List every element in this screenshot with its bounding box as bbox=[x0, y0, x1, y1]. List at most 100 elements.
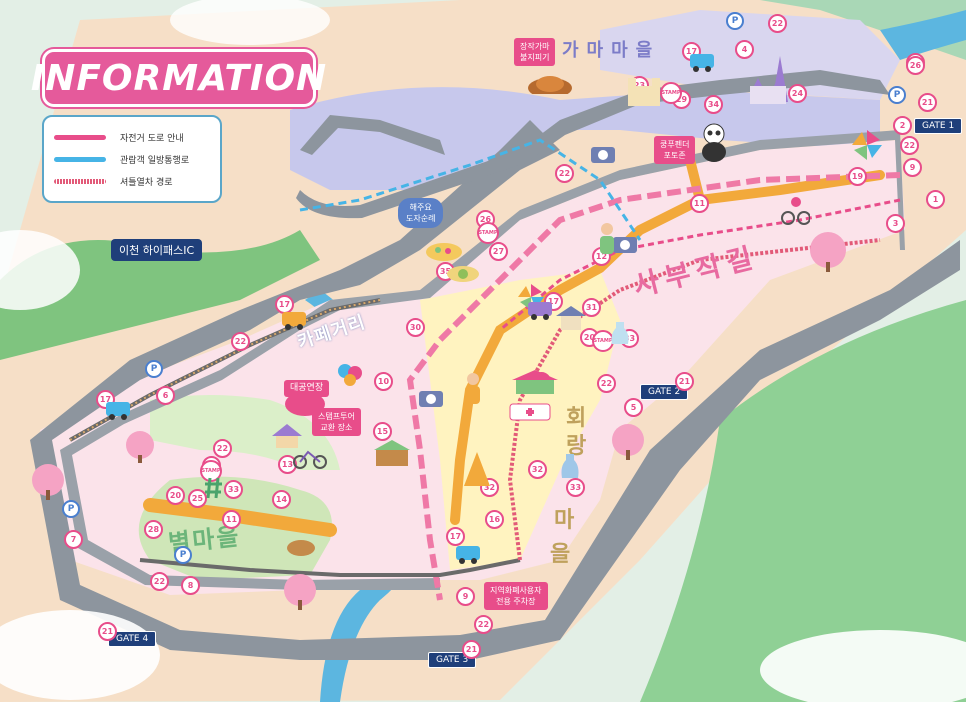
marker-1[interactable]: 1 bbox=[926, 190, 945, 209]
marker-31[interactable]: 31 bbox=[582, 298, 601, 317]
parking-icon[interactable]: P bbox=[888, 86, 906, 104]
market-tent-icon bbox=[512, 370, 558, 394]
tent-icon bbox=[464, 452, 490, 486]
label-line: 장작가마 bbox=[520, 42, 550, 51]
person-icon bbox=[466, 373, 480, 404]
marker-19[interactable]: 19 bbox=[848, 167, 867, 186]
marker-3[interactable]: 3 bbox=[886, 214, 905, 233]
marker-21[interactable]: 21 bbox=[462, 640, 481, 659]
panda-icon bbox=[702, 123, 726, 162]
stamp-exchange-label: 스탬프투어 교환 장소 bbox=[312, 408, 361, 436]
parking-icon[interactable]: P bbox=[726, 12, 744, 30]
marker-32[interactable]: 32 bbox=[528, 460, 547, 479]
hoerang-village-char-1: 회 bbox=[566, 406, 589, 431]
shuttle-train-icon bbox=[690, 54, 714, 72]
gate-2: GATE 2 bbox=[640, 384, 689, 400]
label-line: 도자순례 bbox=[406, 214, 436, 223]
highpass-ic-label: 이천 하이패스IC bbox=[111, 239, 203, 261]
main-stage-label: 대공연장 bbox=[284, 380, 330, 397]
castle-icon bbox=[628, 78, 660, 106]
label-line: 스탬프투어 bbox=[318, 412, 355, 421]
marker-22[interactable]: 22 bbox=[474, 615, 493, 634]
house-icon bbox=[272, 424, 302, 448]
marker-25[interactable]: 25 bbox=[188, 489, 207, 508]
marker-22[interactable]: 22 bbox=[555, 164, 574, 183]
label-line: 전용 주차장 bbox=[496, 597, 536, 606]
marker-15[interactable]: 15 bbox=[373, 422, 392, 441]
marker-20[interactable]: 20 bbox=[166, 486, 185, 505]
marker-6[interactable]: 6 bbox=[156, 386, 175, 405]
shuttle-train-icon bbox=[106, 402, 130, 420]
label-line: 쿵푸펜더 bbox=[660, 140, 690, 149]
vase-icon bbox=[611, 322, 629, 344]
oneway-route-swatch bbox=[54, 156, 106, 162]
parking-icon[interactable]: P bbox=[62, 500, 80, 518]
marker-22[interactable]: 22 bbox=[213, 439, 232, 458]
marker-2[interactable]: 2 bbox=[893, 116, 912, 135]
gama-village-label: 가마마을 bbox=[562, 40, 661, 61]
marker-28[interactable]: 28 bbox=[144, 520, 163, 539]
marker-16[interactable]: 16 bbox=[485, 510, 504, 529]
stall-icon bbox=[374, 440, 410, 466]
marker-21[interactable]: 21 bbox=[918, 93, 937, 112]
marker-34[interactable]: 34 bbox=[704, 95, 723, 114]
shuttle-train-icon bbox=[528, 302, 552, 320]
photozone-label: 쿵푸펜더 포토존 bbox=[654, 136, 696, 164]
marker-9[interactable]: 9 bbox=[903, 158, 922, 177]
camera-icon bbox=[419, 391, 443, 407]
label-line: 지역화폐사용자 bbox=[490, 586, 542, 595]
bike-route-swatch bbox=[54, 134, 106, 140]
marker-33[interactable]: 33 bbox=[224, 480, 243, 499]
vase-icon bbox=[561, 454, 579, 478]
shuttle-route-swatch bbox=[54, 178, 106, 184]
food-bowl-icon bbox=[426, 243, 462, 261]
marker-26[interactable]: 26 bbox=[906, 56, 925, 75]
marker-21[interactable]: 21 bbox=[98, 622, 117, 641]
shuttle-train-icon bbox=[456, 546, 480, 564]
marker-27[interactable]: 27 bbox=[489, 242, 508, 261]
marker-21[interactable]: 21 bbox=[675, 372, 694, 391]
marker-22[interactable]: 22 bbox=[900, 136, 919, 155]
pinwheel-icon bbox=[852, 130, 882, 160]
marker-22[interactable]: 22 bbox=[150, 572, 169, 591]
stamp-icon[interactable]: STAMP bbox=[477, 222, 499, 244]
ambulance-icon bbox=[509, 403, 551, 421]
marker-30[interactable]: 30 bbox=[406, 318, 425, 337]
marker-33[interactable]: 33 bbox=[566, 478, 585, 497]
map-legend: 자전거 도로 안내 관람객 일방통행로 셔틀열차 경로 bbox=[42, 115, 222, 203]
hoerang-village-char-2: 랑 bbox=[566, 434, 589, 459]
marker-22[interactable]: 22 bbox=[768, 14, 787, 33]
hoerang-village-char-3: 마 bbox=[554, 508, 577, 533]
camera-icon bbox=[613, 237, 637, 253]
legend-item-bike: 자전거 도로 안내 bbox=[54, 129, 184, 145]
marker-4[interactable]: 4 bbox=[735, 40, 754, 59]
balloon-icon bbox=[338, 364, 362, 386]
marker-24[interactable]: 24 bbox=[788, 84, 807, 103]
legend-item-oneway: 관람객 일방통행로 bbox=[54, 151, 189, 167]
basket-icon bbox=[287, 540, 315, 556]
label-line: 불지피기 bbox=[520, 53, 550, 62]
marker-11[interactable]: 11 bbox=[222, 510, 241, 529]
marker-22[interactable]: 22 bbox=[597, 374, 616, 393]
gate-4: GATE 4 bbox=[108, 631, 157, 647]
marker-5[interactable]: 5 bbox=[624, 398, 643, 417]
marker-10[interactable]: 10 bbox=[374, 372, 393, 391]
marker-11[interactable]: 11 bbox=[690, 194, 709, 213]
marker-13[interactable]: 13 bbox=[278, 455, 297, 474]
marker-7[interactable]: 7 bbox=[64, 530, 83, 549]
marker-22[interactable]: 22 bbox=[231, 332, 250, 351]
hashtag-icon bbox=[205, 477, 222, 499]
parking-icon[interactable]: P bbox=[174, 546, 192, 564]
marker-8[interactable]: 8 bbox=[181, 576, 200, 595]
marker-17[interactable]: 17 bbox=[446, 527, 465, 546]
stamp-icon[interactable]: STAMP bbox=[660, 82, 682, 104]
marker-14[interactable]: 14 bbox=[272, 490, 291, 509]
parking-icon[interactable]: P bbox=[145, 360, 163, 378]
camera-icon bbox=[591, 147, 615, 163]
castle-icon bbox=[750, 78, 786, 104]
cyclist-icon bbox=[781, 197, 810, 225]
label-line: 포토존 bbox=[663, 151, 686, 160]
kiln-icon bbox=[528, 76, 572, 94]
marker-9[interactable]: 9 bbox=[456, 587, 475, 606]
